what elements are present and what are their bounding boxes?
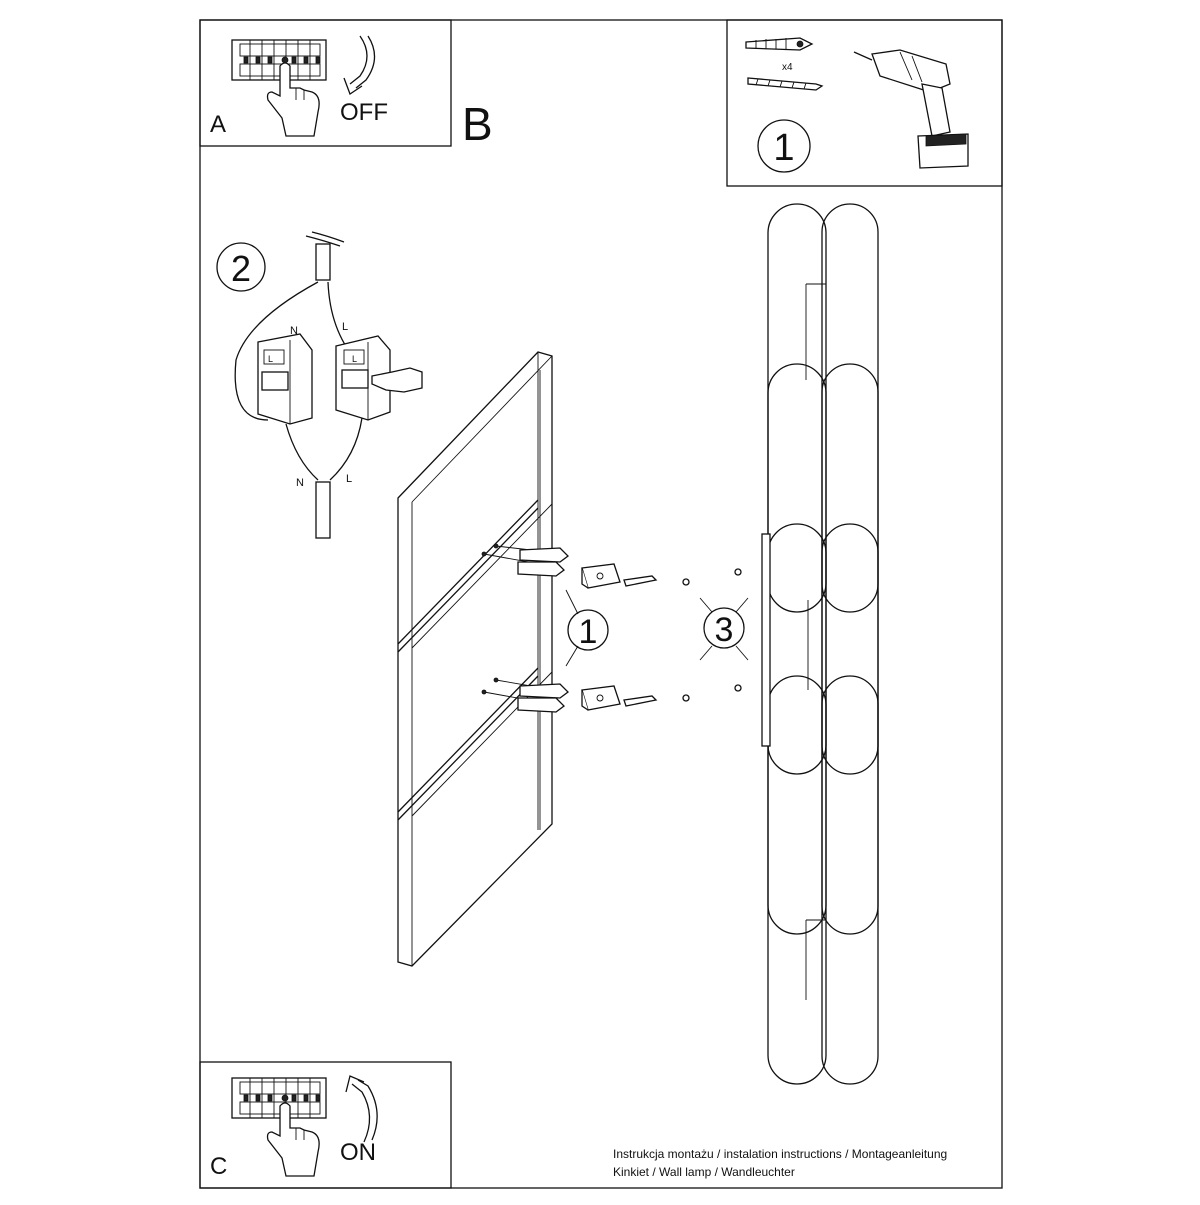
- lower-fixing-set: [481, 677, 742, 713]
- step-two-number: 2: [231, 248, 251, 289]
- drill-icon: [853, 49, 969, 169]
- tools-panel: x4 1: [726, 19, 1003, 187]
- switch-on-label: ON: [340, 1139, 376, 1166]
- panel-a-box: [199, 19, 452, 147]
- svg-text:L: L: [352, 354, 357, 364]
- step-fix-badge: [703, 607, 745, 649]
- step-screws-badge: [567, 609, 609, 651]
- hand-pointing-icon: [266, 62, 320, 137]
- arrow-up-icon: [345, 1075, 378, 1143]
- breaker-panel-icon: [231, 1077, 327, 1119]
- panel-a-letter: A: [210, 111, 226, 138]
- tools-box: [726, 19, 1003, 187]
- wall-plug-icon: [745, 37, 814, 51]
- breaker-panel-icon: [231, 39, 327, 81]
- bracket-lower: [581, 685, 621, 711]
- screw-icon: [747, 77, 824, 91]
- wall-lamp-chain: [761, 203, 879, 1085]
- panel-b-letter: B: [462, 98, 493, 150]
- panel-a: A OFF: [199, 19, 452, 147]
- step-fix-number: 3: [715, 611, 734, 649]
- neutral-label-bottom: N: [296, 477, 304, 489]
- neutral-label-top: N: [290, 325, 298, 337]
- step-one-number: 1: [773, 127, 794, 169]
- hand-pointing-icon: [266, 1102, 320, 1177]
- wiring-diagram: 2 L L N L N L: [216, 231, 423, 539]
- hand-inserting-icon: [371, 367, 423, 393]
- quantity-label: x4: [782, 62, 793, 73]
- outer-frame: [199, 19, 1003, 1189]
- upper-fixing-set: [481, 543, 742, 589]
- panel-c: C ON: [199, 1061, 452, 1189]
- live-label-top: L: [342, 321, 348, 333]
- live-label-bottom: L: [346, 473, 352, 485]
- panel-c-letter: C: [210, 1153, 227, 1180]
- switch-off-label: OFF: [340, 99, 388, 126]
- svg-text:L: L: [268, 354, 273, 364]
- panel-c-box: [199, 1061, 452, 1189]
- bracket-upper: [581, 563, 621, 589]
- terminal-block-live: L: [335, 335, 391, 421]
- arrow-down-icon: [343, 35, 376, 95]
- footer-line-1: Instrukcja montażu / instalation instruc…: [613, 1147, 947, 1161]
- wall-panels: [397, 351, 553, 967]
- step-two-badge: [216, 242, 266, 292]
- step-one-badge: [757, 119, 811, 173]
- step-screws-number: 1: [579, 613, 598, 651]
- footer-line-2: Kinkiet / Wall lamp / Wandleuchter: [613, 1165, 795, 1179]
- terminal-block-neutral: L: [257, 333, 313, 425]
